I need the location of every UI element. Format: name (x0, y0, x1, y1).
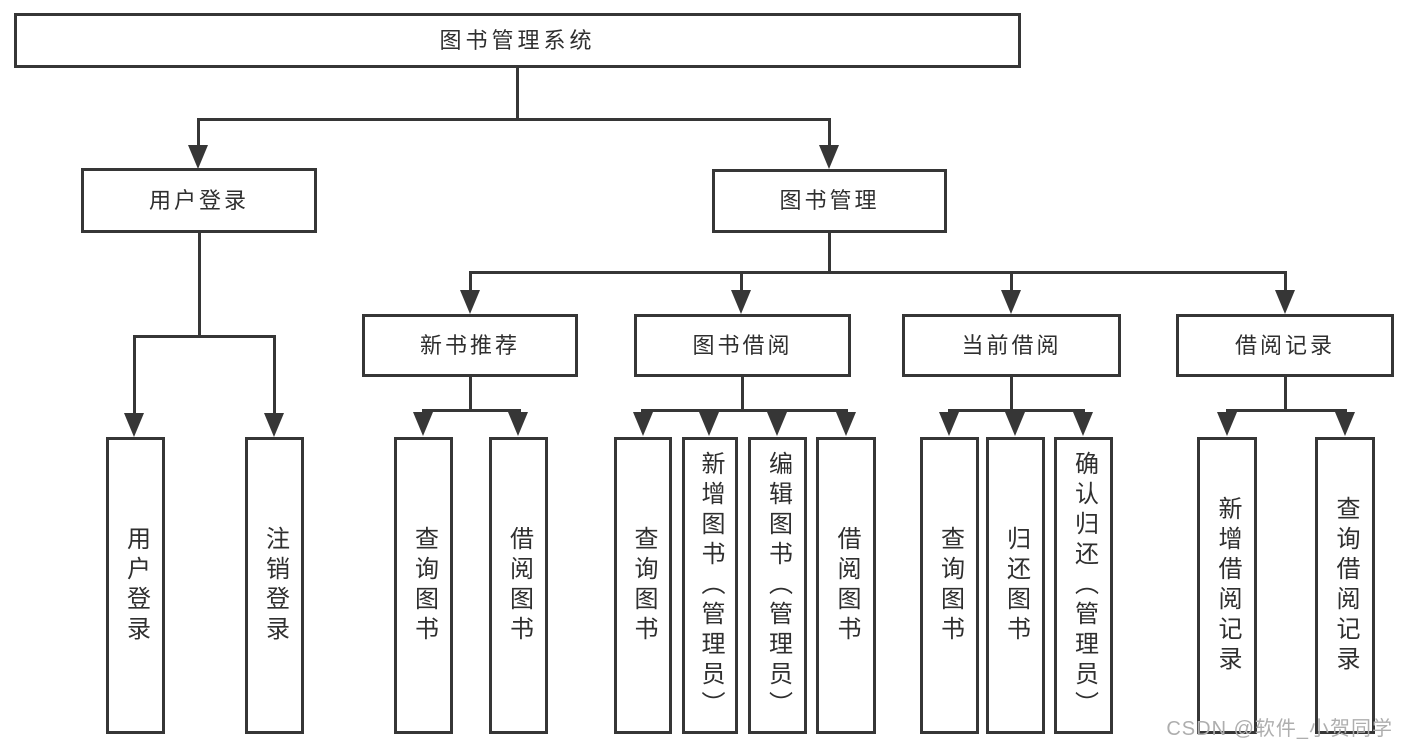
arrowhead-user-login (188, 145, 208, 169)
edge-newbookrec-vline (469, 377, 472, 411)
arrowhead-new-book-rec (460, 290, 480, 314)
node-label: 查询图书 (630, 525, 657, 646)
leaf-confirm-return-admin: 确认归还（管理员） (1054, 437, 1113, 734)
node-label: 新增图书（管理员） (697, 450, 724, 721)
node-label: 用户登录 (148, 187, 249, 213)
edge-bookmgmt-stem-1 (469, 271, 472, 291)
leaf-borrow-book-1: 借阅图书 (489, 437, 548, 734)
arrowhead-leaf-query-book-2 (633, 412, 653, 436)
node-label: 借阅图书 (505, 525, 533, 646)
edge-userlogin-vline (198, 233, 201, 335)
node-library-system: 图书管理系统 (14, 13, 1021, 68)
node-label: 图书管理 (779, 188, 880, 213)
edge-root-stem-left (197, 118, 200, 146)
leaf-add-book-admin: 新增图书（管理员） (682, 437, 738, 734)
edge-userlogin-hline (133, 335, 276, 338)
arrowhead-leaf-add-book (699, 412, 719, 436)
arrowhead-leaf-add-record (1217, 412, 1237, 436)
arrowhead-leaf-user-login (124, 413, 144, 437)
node-label: 图书管理系统 (439, 27, 596, 53)
arrowhead-leaf-query-book-1 (413, 412, 433, 436)
arrowhead-leaf-logout (264, 413, 284, 437)
edge-bookmgmt-stem-4 (1284, 271, 1287, 291)
node-new-book-recommend: 新书推荐 (362, 314, 578, 377)
arrowhead-leaf-query-book-3 (939, 412, 959, 436)
edge-bookmgmt-stem-3 (1010, 271, 1013, 291)
edge-bookmgmt-hline (469, 271, 1287, 274)
edge-borrowrecord-hline (1226, 409, 1347, 412)
node-current-borrowing: 当前借阅 (902, 314, 1121, 377)
leaf-query-book-3: 查询图书 (920, 437, 979, 734)
edge-currentborrow-vline (1010, 377, 1013, 411)
arrowhead-leaf-edit-book (767, 412, 787, 436)
leaf-user-login: 用户登录 (106, 437, 165, 734)
node-user-login: 用户登录 (81, 168, 317, 233)
leaf-query-book-1: 查询图书 (394, 437, 453, 734)
edge-newbookrec-hline (422, 409, 521, 412)
node-borrow-records: 借阅记录 (1176, 314, 1394, 377)
leaf-edit-book-admin: 编辑图书（管理员） (748, 437, 807, 734)
node-book-borrowing: 图书借阅 (634, 314, 851, 377)
edge-root-stem-right (828, 118, 831, 146)
arrowhead-leaf-return-book (1005, 412, 1025, 436)
edge-root-vline (516, 68, 519, 118)
node-label: 用户登录 (122, 525, 150, 646)
arrowhead-leaf-query-record (1335, 412, 1355, 436)
edge-userlogin-stem-left (133, 335, 136, 413)
node-label: 注销登录 (261, 525, 289, 646)
arrowhead-leaf-borrow-book-2 (836, 412, 856, 436)
leaf-query-book-2: 查询图书 (614, 437, 672, 734)
arrowhead-book-mgmt (819, 145, 839, 169)
arrowhead-leaf-confirm-return (1073, 412, 1093, 436)
arrowhead-book-borrow (731, 290, 751, 314)
node-label: 查询借阅记录 (1332, 495, 1359, 676)
node-label: 新书推荐 (419, 332, 520, 358)
leaf-logout: 注销登录 (245, 437, 304, 734)
arrowhead-leaf-borrow-book-1 (508, 412, 528, 436)
node-label: 查询图书 (936, 525, 964, 646)
edge-bookmgmt-vline (828, 233, 831, 274)
csdn-watermark: CSDN @软件_小贺同学 (1166, 718, 1393, 740)
node-label: 当前借阅 (961, 332, 1062, 358)
node-book-management: 图书管理 (712, 169, 947, 233)
edge-bookborrow-vline (741, 377, 744, 411)
edge-root-hline (197, 118, 831, 121)
arrowhead-borrow-record (1275, 290, 1295, 314)
node-label: 借阅记录 (1234, 332, 1335, 358)
node-label: 确认归还（管理员） (1070, 450, 1098, 721)
leaf-borrow-book-2: 借阅图书 (816, 437, 876, 734)
edge-bookborrow-hline (641, 409, 848, 412)
node-label: 编辑图书（管理员） (764, 450, 792, 721)
leaf-add-borrow-record: 新增借阅记录 (1197, 437, 1257, 734)
edge-borrowrecord-vline (1284, 377, 1287, 411)
node-label: 借阅图书 (833, 525, 860, 646)
node-label: 查询图书 (410, 525, 438, 646)
arrowhead-current-borrow (1001, 290, 1021, 314)
node-label: 图书借阅 (692, 332, 793, 358)
edge-userlogin-stem-right (273, 335, 276, 413)
node-label: 新增借阅记录 (1214, 495, 1241, 676)
leaf-query-borrow-record: 查询借阅记录 (1315, 437, 1375, 734)
node-label: 归还图书 (1002, 525, 1030, 646)
edge-bookmgmt-stem-2 (740, 271, 743, 291)
leaf-return-book: 归还图书 (986, 437, 1045, 734)
edge-currentborrow-hline (948, 409, 1085, 412)
